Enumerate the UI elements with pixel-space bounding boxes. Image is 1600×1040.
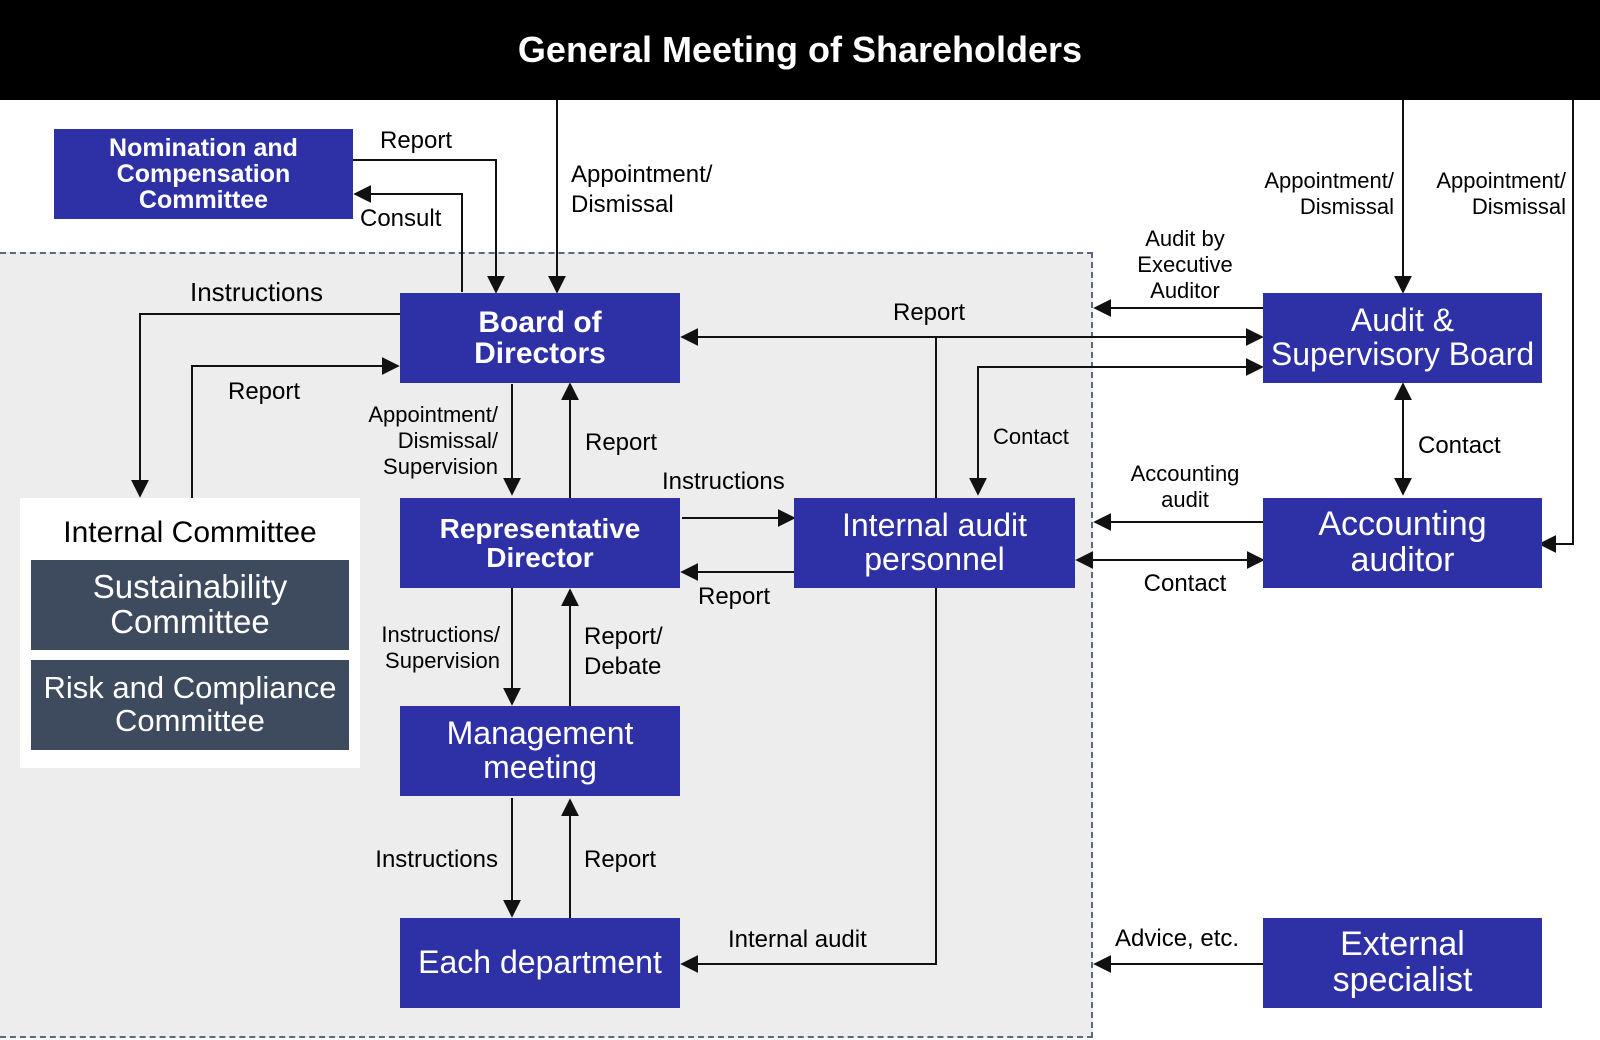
label-advice: Advice, etc. bbox=[1115, 925, 1240, 952]
accounting-auditor-box: Accounting auditor bbox=[1263, 498, 1542, 588]
label-instructions-committee: Instructions bbox=[190, 277, 323, 307]
internal-committee-title: Internal Committee bbox=[63, 516, 317, 549]
management-meeting-box: Management meeting bbox=[400, 706, 680, 796]
label-accounting-audit: Accounting audit bbox=[1130, 461, 1240, 512]
audit-supervisory-board-box: Audit & Supervisory Board bbox=[1263, 293, 1542, 383]
label-contact-internal-accounting: Contact bbox=[1143, 570, 1227, 597]
page-title: General Meeting of Shareholders bbox=[0, 0, 1600, 100]
nomination-committee-box: Nomination and Compensation Committee bbox=[54, 129, 353, 219]
label-contact-asb-accounting: Contact bbox=[1418, 432, 1501, 459]
label-instructions-representative: Instructions bbox=[662, 468, 785, 495]
internal-audit-personnel-box: Internal audit personnel bbox=[794, 498, 1075, 588]
label-report-department: Report bbox=[584, 846, 657, 873]
each-department-box: Each department bbox=[400, 918, 680, 1008]
label-report-debate: Report/ Debate bbox=[584, 623, 663, 680]
label-report-nomination: Report bbox=[380, 127, 453, 154]
label-internal-audit: Internal audit bbox=[728, 926, 867, 953]
risk-compliance-committee-box: Risk and Compliance Committee bbox=[31, 660, 349, 750]
label-instructions-supervision: Instructions/ Supervision bbox=[381, 622, 500, 673]
label-report-representative-board: Report bbox=[585, 429, 658, 456]
sustainability-committee-box: Sustainability Committee bbox=[31, 560, 349, 650]
label-appointment-asb: Appointment/ Dismissal bbox=[1264, 168, 1394, 219]
label-contact-internal-audit: Contact bbox=[993, 424, 1069, 449]
label-instructions-department: Instructions bbox=[375, 846, 498, 873]
label-report-internal-audit: Report bbox=[698, 583, 771, 610]
label-appointment-representative: Appointment/ Dismissal/ Supervision bbox=[368, 402, 498, 479]
label-appointment-board: Appointment/ Dismissal bbox=[571, 161, 713, 218]
label-audit-executive-auditor: Audit by Executive Auditor bbox=[1137, 226, 1233, 303]
board-of-directors-box: Board of Directors bbox=[400, 293, 680, 383]
label-appointment-accounting: Appointment/ Dismissal bbox=[1436, 168, 1566, 219]
representative-director-box: Representative Director bbox=[400, 498, 680, 588]
label-report-committee: Report bbox=[228, 378, 301, 405]
label-report-board-asb: Report bbox=[893, 299, 966, 326]
label-consult: Consult bbox=[360, 205, 442, 232]
external-specialist-box: External specialist bbox=[1263, 918, 1542, 1008]
